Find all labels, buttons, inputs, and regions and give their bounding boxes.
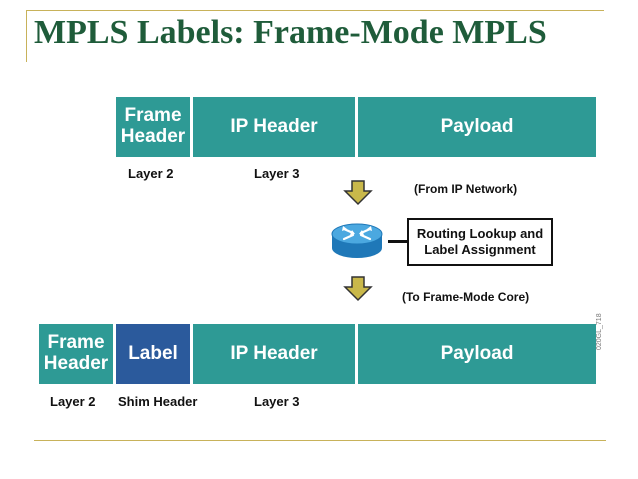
bottom-layer3-label: Layer 3 [254, 394, 300, 409]
bottom-frame-header: Frame Header [39, 324, 113, 384]
bottom-ip-header: IP Header [193, 324, 355, 384]
top-layer2-label: Layer 2 [128, 166, 174, 181]
to-frame-mode-core-label: (To Frame-Mode Core) [402, 290, 530, 304]
down-arrow-icon [343, 276, 373, 302]
bottom-label: Label [116, 324, 190, 384]
figure-code: 020GL_718 [596, 313, 603, 350]
side-rule [26, 10, 27, 62]
slide-title: MPLS Labels: Frame-Mode MPLS [34, 14, 547, 51]
router-icon [331, 223, 383, 258]
top-frame-header: Frame Header [116, 97, 190, 157]
bottom-payload: Payload [358, 324, 596, 384]
top-rule [26, 10, 604, 11]
shim-header-label: Shim Header [118, 394, 198, 409]
bottom-rule [34, 440, 606, 441]
top-layer3-label: Layer 3 [254, 166, 300, 181]
down-arrow-icon [343, 180, 373, 206]
top-ip-header: IP Header [193, 97, 355, 157]
connector-line [388, 240, 407, 243]
routing-lookup-box: Routing Lookup and Label Assignment [407, 218, 553, 266]
top-payload: Payload [358, 97, 596, 157]
bottom-layer2-label: Layer 2 [50, 394, 96, 409]
from-ip-network-label: (From IP Network) [414, 182, 518, 196]
